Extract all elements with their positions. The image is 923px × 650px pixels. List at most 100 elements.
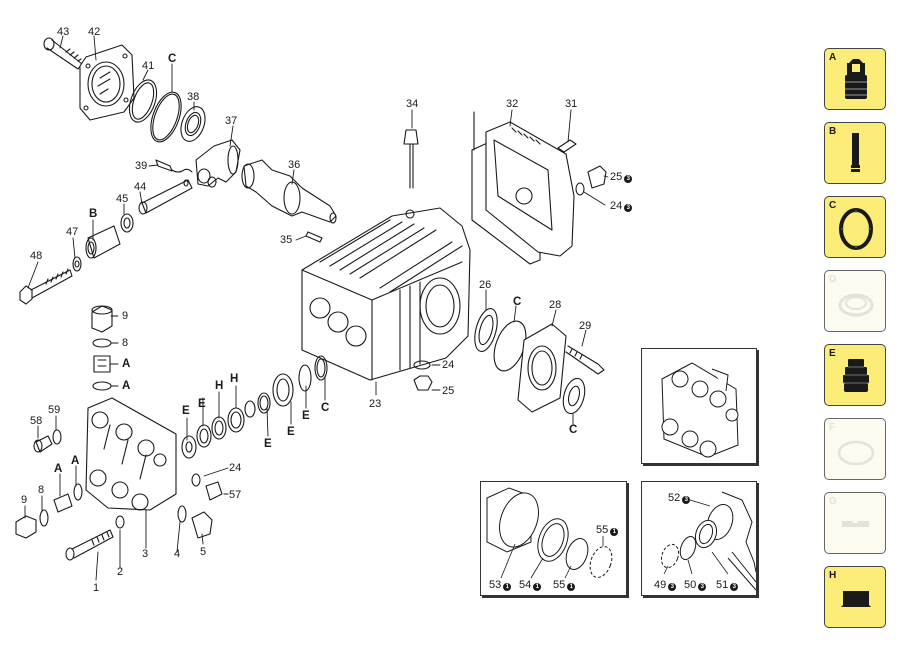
part-47-washer[interactable]	[72, 256, 82, 272]
part-24-washer-drain[interactable]	[413, 360, 431, 370]
kit-button-g[interactable]: G	[824, 492, 886, 554]
part-label[interactable]: 32	[506, 98, 519, 110]
part-label[interactable]: 24	[229, 462, 242, 474]
part-8-oring-side[interactable]	[39, 509, 49, 527]
part-a-valve-side[interactable]	[53, 493, 73, 513]
kit-ref-label[interactable]: A	[122, 380, 131, 392]
kit-ref-label[interactable]: C	[569, 424, 578, 436]
part-a-oring-top[interactable]	[92, 381, 112, 391]
part-23-crankcase[interactable]	[301, 207, 471, 381]
kit-button-e[interactable]: E	[824, 344, 886, 406]
part-label[interactable]: 47	[66, 226, 79, 238]
part-label[interactable]: 35	[280, 234, 293, 246]
part-label[interactable]: 36	[288, 159, 301, 171]
part-38-seal[interactable]	[177, 103, 210, 144]
part-label[interactable]: 43	[57, 26, 70, 38]
kit-ref-label[interactable]: A	[54, 463, 63, 475]
kit-ref-label[interactable]: E	[182, 405, 190, 417]
kit-ref-label[interactable]: A	[122, 358, 131, 370]
part-c-oring[interactable]	[145, 88, 187, 146]
part-57-plug[interactable]	[205, 481, 223, 501]
part-label[interactable]: 24	[442, 359, 455, 371]
part-1-bolt[interactable]	[65, 529, 114, 561]
part-label[interactable]: 4	[174, 548, 181, 560]
part-label[interactable]: 8	[122, 337, 129, 349]
part-label[interactable]: 9	[122, 310, 129, 322]
part-42-flange[interactable]	[79, 44, 135, 121]
part-31-bolt[interactable]	[557, 139, 577, 153]
part-label[interactable]: 1	[93, 582, 100, 594]
part-24-washer-cover[interactable]	[575, 182, 585, 196]
part-37-rod[interactable]	[195, 139, 241, 188]
part-label[interactable]: 8	[38, 484, 45, 496]
part-seal-chain[interactable]	[181, 355, 328, 459]
part-24-oring-side[interactable]	[191, 473, 201, 487]
part-label[interactable]: 41	[142, 60, 155, 72]
part-25-plug-cover[interactable]	[587, 165, 607, 189]
part-label[interactable]: 58	[30, 415, 43, 427]
part-26-oil-seal[interactable]	[471, 306, 502, 354]
part-label[interactable]: 42	[88, 26, 101, 38]
part-label[interactable]: 45	[116, 193, 129, 205]
part-34-dipstick[interactable]	[403, 129, 419, 189]
part-25-plug-drain[interactable]	[413, 375, 433, 391]
kit-button-c[interactable]: C	[824, 196, 886, 258]
kit-ref-label[interactable]: C	[168, 53, 177, 65]
part-35-key[interactable]	[305, 231, 323, 243]
part-label[interactable]: 38	[187, 91, 200, 103]
kit-button-h[interactable]: H	[824, 566, 886, 628]
part-label[interactable]: 31	[565, 98, 578, 110]
kit-ref-label[interactable]: C	[321, 402, 330, 414]
part-label[interactable]: 5	[200, 546, 207, 558]
part-label[interactable]: 39	[135, 160, 148, 172]
part-45-washer[interactable]	[120, 213, 134, 233]
part-29-bolt[interactable]	[565, 345, 605, 375]
part-label[interactable]: 48	[30, 250, 43, 262]
part-2-washer[interactable]	[115, 515, 125, 529]
part-label[interactable]: 29	[579, 320, 592, 332]
kit-button-f[interactable]: F	[824, 418, 886, 480]
part-59-oring[interactable]	[52, 429, 62, 445]
kit-ref-label[interactable]: H	[215, 380, 224, 392]
part-label[interactable]: 34	[406, 98, 419, 110]
part-32-rear-cover[interactable]	[485, 121, 575, 257]
kit-ref-label[interactable]: H	[230, 373, 239, 385]
part-a-oring-side[interactable]	[73, 483, 83, 501]
kit-ref-label[interactable]: E	[287, 426, 295, 438]
part-b-plunger[interactable]	[85, 225, 121, 259]
kit-ref-label[interactable]: E	[264, 438, 272, 450]
kit-ref-label[interactable]: C	[513, 296, 522, 308]
part-label[interactable]: 59	[48, 404, 61, 416]
part-label[interactable]: 25	[442, 385, 455, 397]
part-a-valve-top[interactable]	[93, 355, 111, 373]
part-5-plug[interactable]	[191, 511, 213, 539]
part-label[interactable]: 9	[21, 494, 28, 506]
inset-manifold-assembly[interactable]	[641, 348, 757, 464]
part-43-bolt[interactable]	[43, 37, 83, 70]
part-c-washer-3[interactable]	[560, 376, 589, 416]
part-44-plunger-rod[interactable]	[138, 179, 193, 215]
part-4-oring[interactable]	[177, 505, 187, 523]
part-label[interactable]: 23	[369, 398, 382, 410]
kit-button-a[interactable]: A	[824, 48, 886, 110]
part-label[interactable]: 28	[549, 299, 562, 311]
part-48-bolt[interactable]	[19, 268, 73, 305]
part-39-pin[interactable]	[155, 159, 193, 173]
part-label[interactable]: 44	[134, 181, 147, 193]
kit-ref-label[interactable]: E	[302, 410, 310, 422]
kit-button-d[interactable]: D	[824, 270, 886, 332]
part-58-plug[interactable]	[33, 435, 53, 453]
part-41-ring[interactable]	[124, 76, 162, 126]
part-label[interactable]: 37	[225, 115, 238, 127]
kit-button-b[interactable]: B	[824, 122, 886, 184]
part-label[interactable]: 57	[229, 489, 242, 501]
